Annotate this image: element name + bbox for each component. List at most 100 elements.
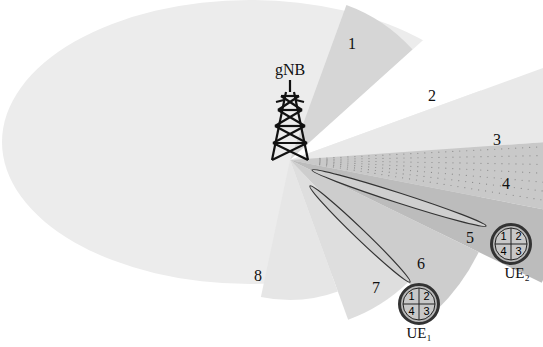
texture-dot: [438, 152, 439, 153]
texture-dot: [375, 170, 376, 171]
texture-dot: [340, 167, 341, 168]
texture-dot: [487, 149, 488, 150]
texture-dot: [522, 163, 523, 164]
texture-dot: [361, 161, 362, 162]
texture-dot: [340, 166, 341, 167]
texture-dot: [487, 156, 488, 157]
beam-number: 6: [417, 256, 425, 272]
texture-dot: [526, 197, 527, 198]
texture-dot: [354, 167, 355, 168]
texture-dot: [464, 187, 465, 188]
texture-dot: [536, 164, 537, 165]
panel-number: 3: [423, 306, 429, 317]
texture-dot: [466, 169, 467, 170]
texture-dot: [508, 171, 509, 172]
texture-dot: [513, 195, 514, 196]
antenna-panel: 4: [496, 244, 511, 259]
texture-dot: [515, 171, 516, 172]
texture-dot: [459, 156, 460, 157]
texture-dot: [480, 149, 481, 150]
texture-dot: [333, 157, 334, 158]
tower-symbol: [272, 80, 308, 160]
texture-dot: [326, 160, 327, 161]
texture-dot: [333, 160, 334, 161]
narrow-beam: [310, 165, 487, 231]
texture-dot: [536, 146, 537, 147]
texture-dot: [319, 163, 320, 164]
antenna-panel: 3: [419, 304, 434, 319]
texture-dot: [333, 159, 334, 160]
texture-dot: [424, 157, 425, 158]
texture-dot: [424, 171, 425, 172]
ue-panel: [403, 288, 435, 320]
antenna-panel: 1: [404, 289, 419, 304]
texture-dot: [501, 170, 502, 171]
texture-dot: [479, 183, 480, 184]
texture-dot: [396, 172, 397, 173]
texture-dot: [473, 156, 474, 157]
texture-dot: [480, 169, 481, 170]
texture-dot: [438, 157, 439, 158]
texture-dot: [347, 160, 348, 161]
texture-dot: [473, 169, 474, 170]
texture-dot: [402, 177, 403, 178]
texture-dot: [529, 172, 530, 173]
texture-dot: [473, 150, 474, 151]
texture-dot: [451, 179, 452, 180]
texture-dot: [540, 199, 541, 200]
texture-dot: [382, 164, 383, 165]
texture-dot: [494, 156, 495, 157]
texture-dot: [494, 177, 495, 178]
texture-dot: [416, 179, 417, 180]
texture-dot: [409, 178, 410, 179]
texture-dot: [340, 157, 341, 158]
texture-dot: [375, 158, 376, 159]
texture-dot: [466, 175, 467, 176]
texture-dot: [478, 189, 479, 190]
panel-number: 4: [500, 246, 506, 257]
texture-dot: [347, 168, 348, 169]
texture-dot: [529, 147, 530, 148]
texture-dot: [319, 162, 320, 163]
texture-dot: [389, 165, 390, 166]
texture-dot: [417, 162, 418, 163]
texture-dot: [410, 157, 411, 158]
texture-dot: [347, 156, 348, 157]
texture-dot: [508, 148, 509, 149]
texture-dot: [319, 160, 320, 161]
texture-dot: [368, 158, 369, 159]
texture-dot: [473, 175, 474, 176]
texture-dot: [424, 166, 425, 167]
texture-dot: [487, 163, 488, 164]
texture-dot: [445, 173, 446, 174]
beam-number: 5: [466, 230, 474, 246]
texture-dot: [487, 177, 488, 178]
texture-dot: [465, 181, 466, 182]
texture-dot: [403, 169, 404, 170]
texture-dot: [409, 174, 410, 175]
texture-dot: [361, 166, 362, 167]
beam-sector: [261, 160, 338, 300]
texture-dot: [452, 162, 453, 163]
panel-number: 3: [515, 246, 521, 257]
texture-dot: [410, 153, 411, 154]
texture-dot: [445, 162, 446, 163]
texture-dot: [389, 161, 390, 162]
texture-dot: [347, 162, 348, 163]
texture-dot: [494, 149, 495, 150]
texture-dot: [542, 190, 543, 191]
texture-dot: [389, 172, 390, 173]
texture-dot: [382, 171, 383, 172]
ue-outline: [400, 285, 439, 324]
texture-dot: [403, 157, 404, 158]
ue-outline: [492, 225, 531, 264]
texture-dot: [472, 182, 473, 183]
texture-dot: [457, 186, 458, 187]
texture-dot: [382, 155, 383, 156]
texture-dot: [354, 165, 355, 166]
texture-dot: [340, 160, 341, 161]
texture-dot: [431, 172, 432, 173]
texture-dot: [340, 164, 341, 165]
beam-number: 7: [372, 280, 380, 296]
